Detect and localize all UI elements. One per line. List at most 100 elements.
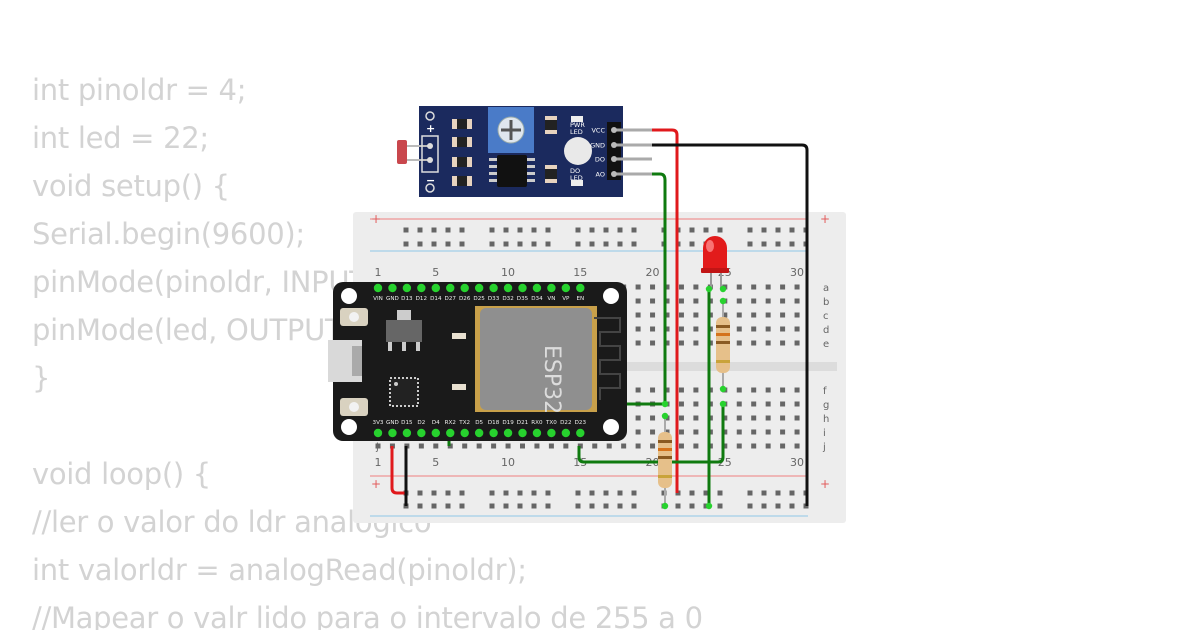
breadboard-hole: [635, 326, 641, 332]
breadboard-hole: [751, 387, 757, 393]
breadboard-hole: [678, 298, 684, 304]
esp32-pin: [431, 428, 440, 438]
esp32-pin: [446, 283, 455, 293]
breadboard-hole: [794, 401, 800, 407]
breadboard-hole: [650, 443, 656, 449]
row-letter: c: [823, 311, 829, 322]
code-line: void setup() {: [32, 169, 230, 203]
breadboard-hole: [431, 227, 437, 233]
breadboard-hole: [545, 227, 551, 233]
breadboard-hole: [693, 312, 699, 318]
mount-hole: [425, 183, 435, 193]
smd-led: [452, 333, 466, 339]
code-line: int pinoldr = 4;: [32, 73, 247, 107]
breadboard-hole: [703, 490, 709, 496]
breadboard-hole: [678, 387, 684, 393]
resistor-band: [716, 333, 730, 336]
breadboard-hole: [531, 490, 537, 496]
esp32-pin: [402, 283, 412, 293]
breadboard-hole: [433, 443, 439, 449]
esp32-pin: [474, 283, 484, 293]
breadboard-hole: [603, 503, 609, 509]
breadboard-hole: [606, 443, 612, 449]
esp32-pin-label: D23: [575, 420, 587, 426]
breadboard-hole: [631, 490, 637, 496]
breadboard-hole: [445, 490, 451, 496]
breadboard-hole: [780, 284, 786, 290]
wire-green-ao: [615, 172, 667, 404]
breadboard-hole: [548, 443, 554, 449]
esp32-chip-label: ESP32: [539, 345, 564, 414]
esp32-pin: [460, 283, 469, 293]
esp32-pin: [547, 428, 556, 438]
breadboard-hole: [489, 490, 495, 496]
breadboard-column-labels: 115510101515202025253030: [375, 266, 805, 469]
breadboard-hole: [589, 241, 595, 247]
voltage-regulator: [386, 320, 422, 342]
esp32-pin-label: D2: [417, 420, 425, 426]
column-number: 5: [432, 456, 439, 469]
breadboard-hole: [445, 227, 451, 233]
connection-dot: [705, 502, 713, 510]
breadboard-hole: [545, 241, 551, 247]
breadboard-hole: [780, 326, 786, 332]
led-red: [701, 236, 729, 289]
breadboard-hole: [689, 490, 695, 496]
rail-plus-sign: +: [371, 477, 381, 491]
breadboard-hole: [765, 387, 771, 393]
breadboard-hole: [650, 387, 656, 393]
breadboard-hole: [664, 326, 670, 332]
resistor-body: [716, 317, 730, 373]
breadboard-hole: [592, 443, 598, 449]
code-panel: int pinoldr = 4;int led = 22;void setup(…: [32, 66, 932, 630]
esp32-pin-label: D15: [401, 420, 413, 426]
resistor-band: [658, 440, 672, 443]
breadboard-hole: [703, 227, 709, 233]
breadboard-hole: [761, 227, 767, 233]
breadboard-hole: [780, 312, 786, 318]
esp32-pin: [503, 283, 513, 293]
breadboard-hole: [517, 227, 523, 233]
breadboard-hole: [765, 326, 771, 332]
breadboard-hole: [517, 241, 523, 247]
row-letter: j: [375, 442, 379, 453]
breadboard-hole: [489, 241, 495, 247]
esp32-pin: [503, 428, 513, 438]
breadboard-hole: [520, 443, 525, 449]
breadboard-hole: [765, 429, 771, 435]
breadboard-hole: [678, 312, 684, 318]
breadboard-hole: [736, 340, 742, 346]
breadboard-hole: [747, 227, 753, 233]
breadboard-hole: [678, 415, 684, 421]
breadboard-hole: [459, 490, 465, 496]
breadboard-hole: [503, 503, 509, 509]
breadboard-hole: [794, 429, 800, 435]
regulator-tab: [397, 310, 411, 320]
esp32-pin-label: D33: [488, 296, 500, 302]
esp32-pin-label: RX0: [531, 420, 543, 426]
row-letter: d: [823, 325, 829, 336]
breadboard-hole: [761, 241, 767, 247]
smd-resistor-body: [457, 176, 467, 186]
module-pin-label: VCC: [591, 127, 605, 135]
connection-dot: [719, 285, 727, 293]
breadboard-hole: [459, 241, 465, 247]
breadboard-hole: [765, 340, 771, 346]
breadboard-hole: [631, 241, 637, 247]
breadboard-hole: [491, 443, 497, 449]
breadboard-hole: [635, 312, 641, 318]
breadboard-hole: [375, 443, 381, 449]
breadboard-hole: [794, 326, 800, 332]
breadboard-hole: [621, 443, 627, 449]
led-highlight: [706, 240, 714, 252]
breadboard-hole: [603, 241, 609, 247]
led-base: [701, 268, 729, 273]
breadboard-hole: [761, 503, 767, 509]
breadboard-hole: [775, 241, 781, 247]
resistor-band: [658, 456, 672, 459]
breadboard-hole: [631, 503, 637, 509]
